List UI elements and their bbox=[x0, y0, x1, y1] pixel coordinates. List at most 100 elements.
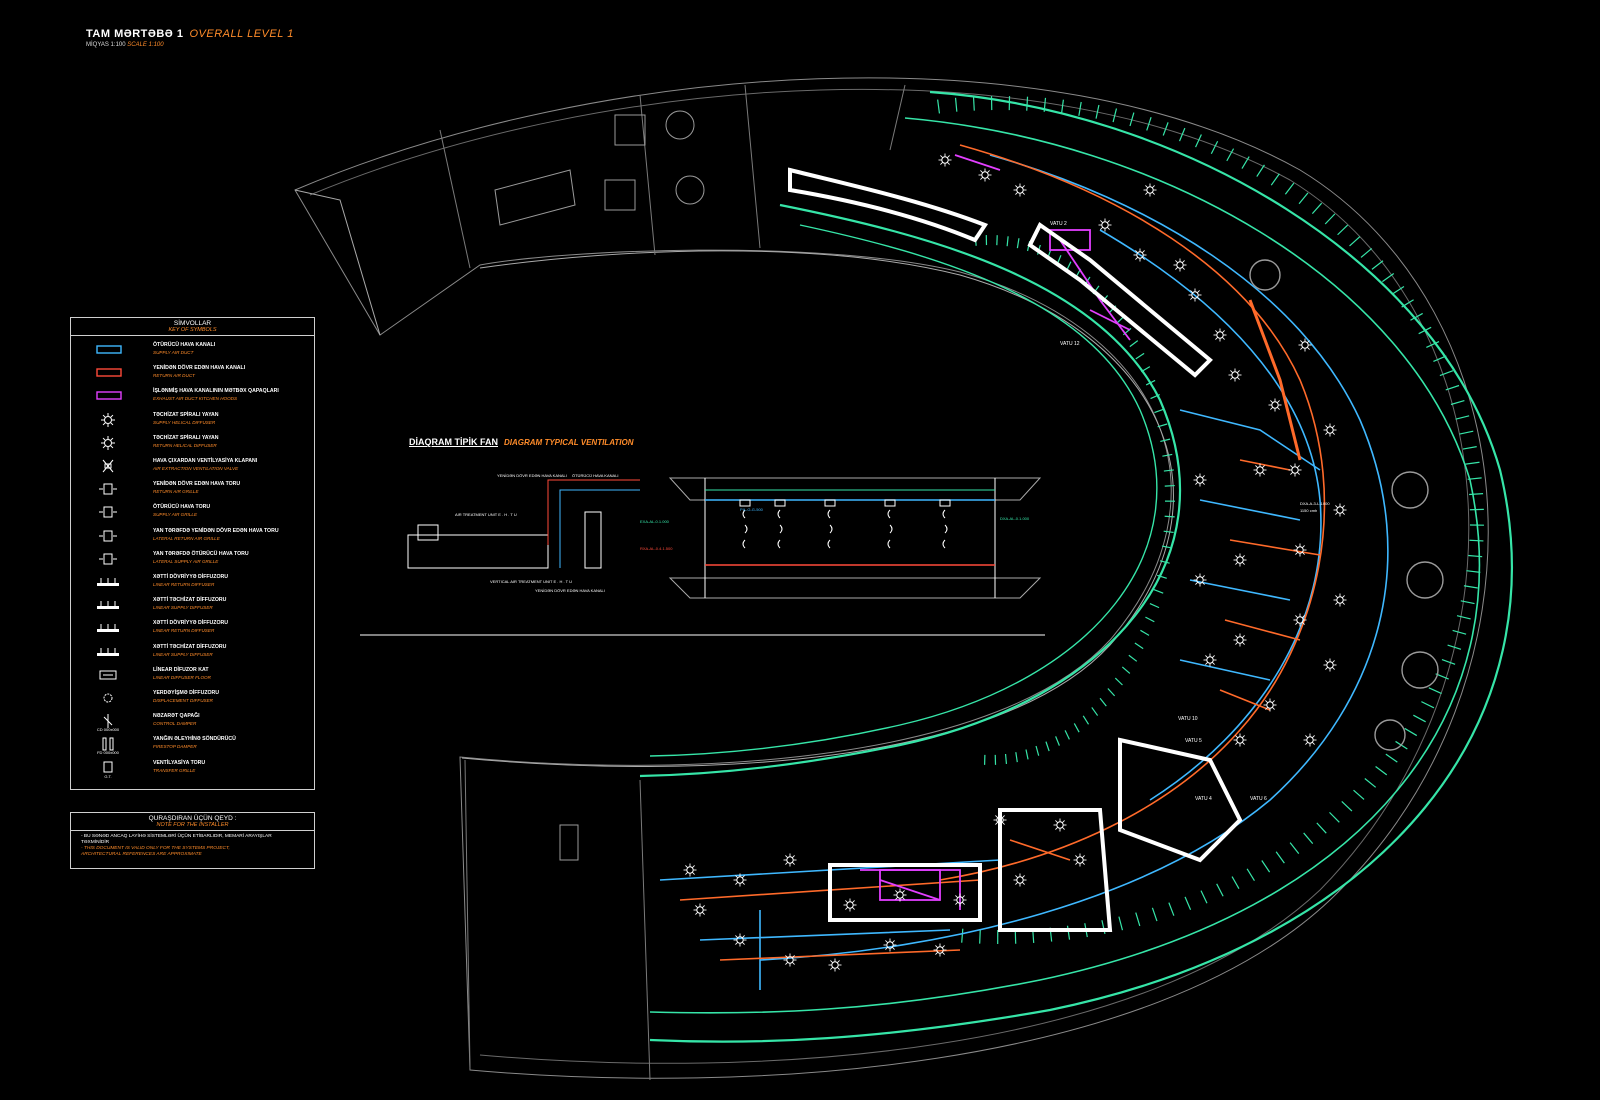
supply-helical-diffuser-icon bbox=[101, 412, 115, 427]
legend-item-sublabel: CONTROL DAMPER bbox=[153, 721, 197, 727]
core-walls bbox=[788, 167, 1243, 932]
legend-subtitle: KEY OF SYMBOLS bbox=[168, 327, 217, 333]
legend-item-sublabel: RETURN AIR GRILLE bbox=[153, 489, 199, 495]
legend-item-sublabel: LINEAR SUPPLY DIFFUSER bbox=[153, 605, 213, 611]
legend-item-label: ÖTÜRÜCÜ HAVA TORU bbox=[153, 504, 211, 511]
legend-item-displacement-diffuser: YERDƏYİŞMƏ DİFFUZORU DISPLACEMENT DIFFUSE… bbox=[71, 688, 314, 710]
diagram-title-az: DİAQRAM TİPİK FAN bbox=[409, 437, 498, 447]
diagram-exhaust-tag: EXA-AL-0.1.000 bbox=[640, 519, 670, 524]
scale-az: MİQYAS 1:100 bbox=[86, 42, 126, 48]
diffuser-icon bbox=[1013, 183, 1027, 197]
legend-item-extraction-valve: HAVA ÇIXARDAN VENTİLYASİYA KLAPANI AIR EX… bbox=[71, 456, 314, 478]
diffuser-icon bbox=[1053, 818, 1067, 832]
legend-item-label: XƏTTİ DÖVRİYYƏ DİFFUZORU bbox=[153, 620, 228, 627]
return-duct-network bbox=[679, 144, 1326, 961]
diffuser-icon bbox=[1193, 573, 1207, 587]
diffuser-icon bbox=[1288, 463, 1302, 477]
legend-item-label: YENİDƏN DÖVR EDƏN HAVA KANALI bbox=[153, 365, 246, 372]
return-helical-diffuser-icon bbox=[101, 435, 115, 450]
diagram-label-ahu: AIR TREATMENT UNIT E . H . T U bbox=[455, 512, 517, 517]
supply-duct-icon bbox=[96, 345, 122, 354]
flow-tag: 1150 cmh bbox=[1300, 508, 1317, 513]
note-line1-en: - THIS DOCUMENT IS VALID ONLY FOR THE SY… bbox=[81, 846, 230, 851]
diffuser-icon bbox=[733, 933, 747, 947]
diffuser-icon bbox=[978, 168, 992, 182]
linear-return-diffuser-2-icon bbox=[97, 624, 119, 633]
legend-tag: FD 000x000 bbox=[97, 750, 120, 754]
transfer-grille-icon: G.T. bbox=[103, 761, 113, 778]
supply-grille-icon bbox=[99, 506, 117, 518]
diagram-diffuser bbox=[739, 499, 751, 507]
diffuser-icon bbox=[783, 953, 797, 967]
legend-item-sublabel: TRANSFER GRILLE bbox=[153, 767, 196, 773]
legend-item-sublabel: AIR EXTRACTION VENTILATION VALVE bbox=[153, 466, 239, 471]
duct-tag: DXA-A-3-L-1000 bbox=[1300, 501, 1330, 506]
legend-item-label: YAN TƏRƏFDƏ ÖTÜRÜCÜ HAVA TORU bbox=[153, 550, 249, 557]
diagram-title-en: DIAGRAM TYPICAL VENTILATION bbox=[504, 438, 634, 447]
diffuser-icon bbox=[1233, 553, 1247, 567]
diagram-return-tag: RXA-AL-0.4.1.500 bbox=[640, 546, 673, 551]
diagram-label-return-grille: YENİDƏN DÖVR EDƏN HAVA KANALI bbox=[535, 588, 605, 593]
legend-item-label: YERDƏYİŞMƏ DİFFUZORU bbox=[153, 690, 220, 696]
duct-hatch-ticks bbox=[937, 96, 1484, 944]
scale-en: SCALE 1:100 bbox=[127, 42, 164, 48]
diffuser-icon bbox=[1233, 633, 1247, 647]
diffuser-icon bbox=[1013, 873, 1027, 887]
diffuser-icon bbox=[1298, 338, 1312, 352]
legend-item-label: YENİDƏN DÖVR EDƏN HAVA TORU bbox=[153, 481, 241, 488]
legend-item-sublabel: LINEAR RETURN DIFFUSER bbox=[153, 628, 215, 634]
title-az: TAM MƏRTƏBƏ 1 bbox=[86, 28, 184, 40]
legend-item-label: XƏTTİ TƏCHİZAT DİFFUZORU bbox=[153, 597, 227, 604]
helical-diffusers bbox=[683, 153, 1347, 972]
lateral-return-grille-icon bbox=[99, 530, 117, 542]
architectural-outline bbox=[294, 77, 1489, 1081]
room-section bbox=[668, 477, 1042, 599]
diffuser-icon bbox=[1213, 328, 1227, 342]
lateral-supply-grille-icon bbox=[99, 553, 117, 565]
legend-item-label: YANĞIN ƏLEYHİNƏ SÖNDÜRÜCÜ bbox=[153, 736, 236, 743]
firestop-damper-icon: FD 000x000 bbox=[97, 737, 120, 754]
diffuser-icon bbox=[993, 813, 1007, 827]
legend-item-sublabel: DISPLACEMENT DIFFUSER bbox=[153, 698, 213, 703]
diffuser-icon bbox=[843, 898, 857, 912]
linear-return-diffuser-icon bbox=[97, 578, 119, 586]
airflow-arrows bbox=[739, 499, 951, 549]
wing-furniture bbox=[494, 110, 705, 861]
diagram-label-return-duct: YENİDƏN DÖVR EDƏN HAVA KANALI bbox=[497, 473, 567, 478]
legend-item-sublabel: SUPPLY AIR GRILLE bbox=[153, 512, 198, 518]
diffuser-icon bbox=[1268, 398, 1282, 412]
legend-item-label: HAVA ÇIXARDAN VENTİLYASİYA KLAPANI bbox=[153, 458, 258, 464]
linear-supply-diffuser-2-icon bbox=[97, 647, 119, 656]
vatu-label-4: VATU 6 bbox=[1250, 796, 1267, 802]
linear-supply-diffuser-icon bbox=[97, 601, 119, 610]
legend-item-exhaust-duct: İŞLƏNMİŞ HAVA KANALININ MƏTBƏX QAPAQLARI… bbox=[71, 386, 314, 408]
legend-item-label: YAN TƏRƏFDƏ YENİDƏN DÖVR EDƏN HAVA TORU bbox=[153, 527, 279, 534]
return-grille-icon bbox=[99, 483, 117, 495]
legend-item-sublabel: LINEAR DIFFUSER FLOOR bbox=[153, 674, 211, 680]
diffuser-icon bbox=[1233, 733, 1247, 747]
vatu-label-5: VATU 10 bbox=[1178, 716, 1198, 722]
diagram-diffuser bbox=[824, 499, 836, 507]
diagram-label-supply-duct: ÖTÜRÜCÜ HAVA KANALI bbox=[572, 473, 619, 478]
legend-item-sublabel: LATERAL SUPPLY AIR GRILLE bbox=[153, 558, 219, 564]
diffuser-icon bbox=[893, 888, 907, 902]
diffuser-icon bbox=[1333, 593, 1347, 607]
diffuser-icon bbox=[1293, 543, 1307, 557]
note-subtitle: NOTE FOR THE INSTALLER bbox=[156, 822, 229, 828]
legend-item-sublabel: RETURN AIR DUCT bbox=[153, 373, 195, 379]
legend-item-label: VENTİLYASİYA TORU bbox=[153, 759, 206, 766]
installer-note: QURAŞDIRAN ÜÇÜN QEYD : NOTE FOR THE INST… bbox=[70, 812, 315, 869]
legend-tag: G.T. bbox=[104, 774, 111, 778]
diffuser-icon bbox=[1323, 658, 1337, 672]
